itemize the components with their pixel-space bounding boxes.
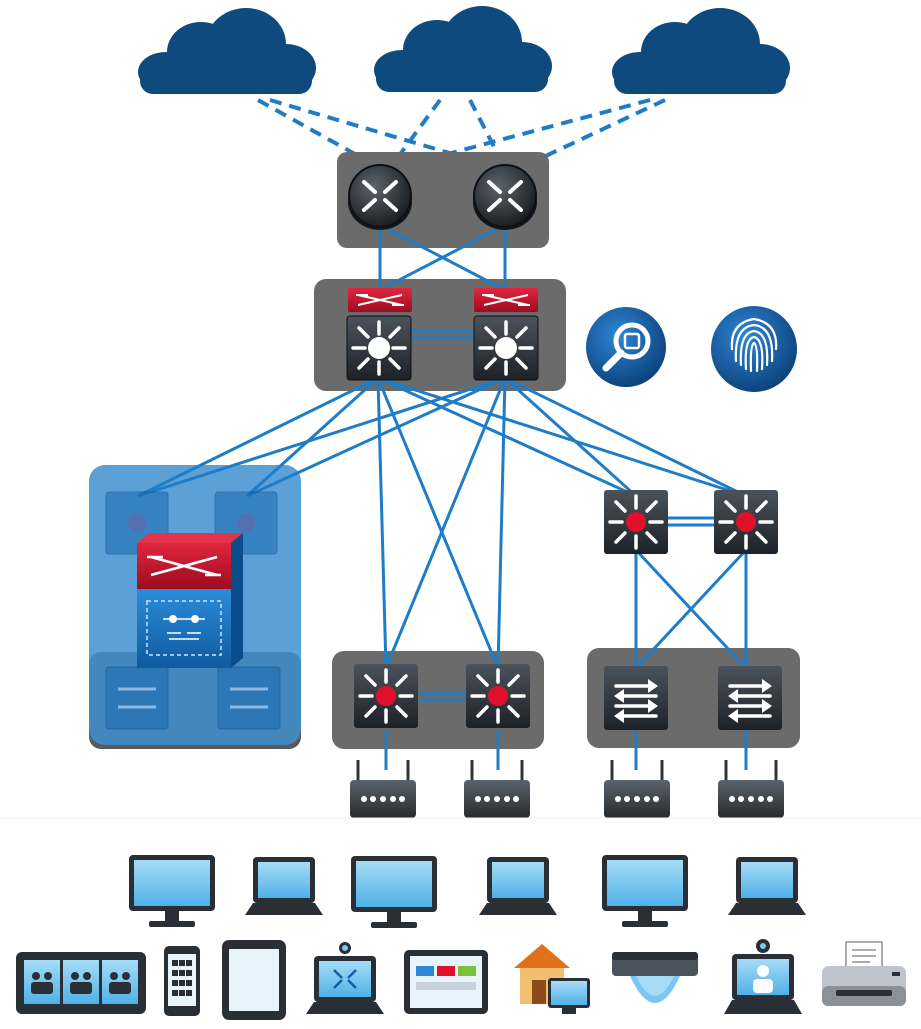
laptop-icon[interactable]	[728, 857, 806, 915]
ap-row	[350, 760, 784, 818]
layer3-switch-icon[interactable]	[346, 315, 412, 381]
cloud-group	[138, 6, 790, 94]
wireless-ap-icon[interactable]	[350, 760, 416, 818]
fingerprint-icon[interactable]	[711, 306, 797, 392]
cloud-icon	[612, 8, 790, 94]
layer2-switch-icon[interactable]	[106, 667, 168, 729]
desktop-icon[interactable]	[129, 855, 215, 927]
cloud-icon	[374, 6, 552, 92]
layer2-switch-icon[interactable]	[718, 666, 782, 730]
desktop-icon[interactable]	[602, 855, 688, 927]
video-laptop-icon[interactable]	[306, 942, 384, 1014]
printer-icon[interactable]	[822, 941, 906, 1006]
layer3-switch-icon[interactable]	[604, 490, 668, 554]
layer3-switch-icon[interactable]	[354, 664, 418, 728]
video-endpoint-icon[interactable]	[724, 939, 802, 1014]
layer2-switch-icon[interactable]	[604, 666, 668, 730]
layer2-switch-icon[interactable]	[218, 667, 280, 729]
layer3-switch-icon[interactable]	[466, 664, 530, 728]
laptop-icon[interactable]	[479, 857, 557, 915]
layer3-switch-icon[interactable]	[714, 490, 778, 554]
magnifier-icon[interactable]	[586, 307, 666, 387]
cloud-icon	[138, 8, 316, 94]
camera-icon[interactable]	[612, 952, 698, 1003]
desktop-icon[interactable]	[351, 856, 437, 928]
wireless-ap-icon[interactable]	[604, 760, 670, 818]
layer3-switch-icon[interactable]	[473, 315, 539, 381]
phone-icon[interactable]	[164, 946, 200, 1016]
display-icon[interactable]	[404, 950, 488, 1014]
firewall-icon[interactable]	[348, 288, 412, 312]
telepresence-icon[interactable]	[16, 952, 146, 1014]
firewall-module-icon[interactable]	[137, 533, 243, 668]
home-office-icon[interactable]	[514, 944, 590, 1014]
router-icon[interactable]	[473, 164, 537, 230]
wireless-ap-icon[interactable]	[464, 760, 530, 818]
firewall-icon[interactable]	[474, 288, 538, 312]
wireless-ap-icon[interactable]	[718, 760, 784, 818]
virtual-switch-group	[105, 491, 281, 730]
lan-links	[137, 223, 748, 770]
endpoints-row2	[16, 939, 906, 1020]
endpoints-row1	[129, 855, 806, 928]
router-icon[interactable]	[348, 164, 412, 230]
tablet-icon[interactable]	[222, 940, 286, 1020]
laptop-icon[interactable]	[245, 857, 323, 915]
